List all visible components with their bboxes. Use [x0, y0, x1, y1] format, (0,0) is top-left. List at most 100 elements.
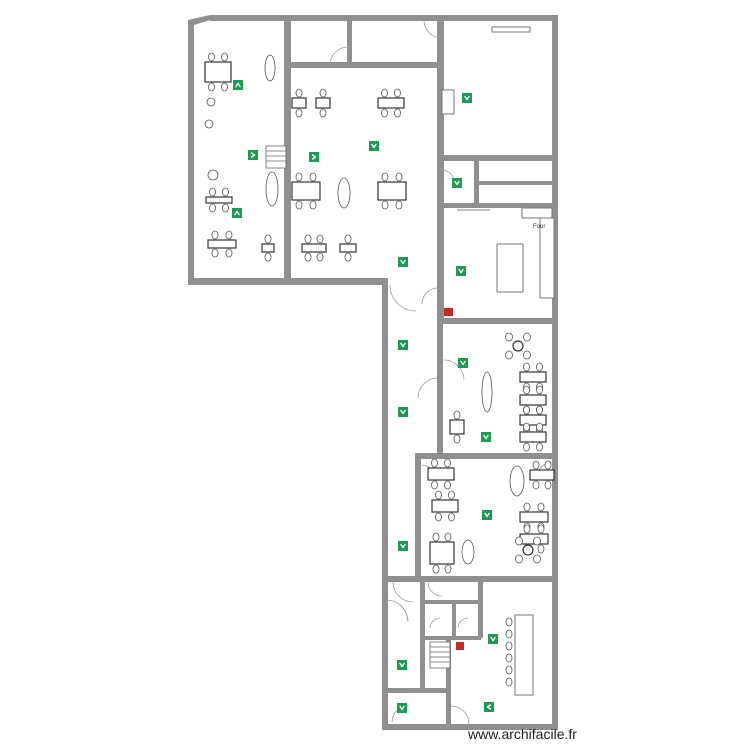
door-top-right [423, 19, 442, 39]
wall-v-corridor-right [437, 318, 443, 458]
table [519, 431, 547, 443]
chair [444, 532, 452, 542]
exit-sign [456, 266, 466, 276]
top-right-counter [491, 26, 531, 33]
chair [544, 460, 552, 470]
table [261, 243, 275, 253]
stair [265, 145, 287, 169]
chair [432, 532, 440, 542]
chair [316, 252, 324, 262]
exit-sign [309, 152, 319, 162]
wall-v-dining2-left [415, 453, 421, 581]
chair [206, 97, 216, 107]
wall-right-bottom [552, 578, 558, 730]
chair [523, 362, 530, 372]
chair [208, 52, 215, 62]
chair [444, 480, 451, 490]
chair [453, 410, 461, 420]
fire-extinguisher [456, 642, 464, 650]
chair [432, 564, 440, 574]
door-wc1 [392, 581, 414, 603]
fire-extinguisher [444, 308, 453, 316]
table [377, 181, 407, 201]
watermark: www.archifacile.fr [468, 726, 577, 742]
chair [537, 544, 545, 554]
chair [431, 480, 438, 490]
wall-v-left-room [284, 20, 291, 280]
exit-sign [481, 432, 491, 442]
wall-right-top [552, 15, 558, 160]
chair [295, 88, 303, 98]
table [377, 97, 405, 109]
exit-sign [398, 407, 408, 417]
wall-v-wc-mid [452, 602, 456, 638]
chair [532, 460, 540, 470]
chair [444, 458, 451, 468]
chair [381, 88, 388, 98]
exit-sign [398, 340, 408, 350]
wall-right-lower [552, 318, 558, 582]
chair [453, 434, 461, 444]
bar-counter [514, 614, 534, 696]
chair [295, 172, 303, 182]
chair [316, 234, 324, 244]
chair [395, 200, 403, 210]
table [519, 414, 547, 426]
bar-stool [505, 665, 513, 675]
wall-bottom-left [188, 278, 388, 285]
chair [319, 108, 327, 118]
chair [523, 524, 531, 534]
table [291, 181, 321, 201]
exit-sign [398, 541, 408, 551]
chair [225, 230, 233, 240]
chair [221, 52, 228, 62]
exit-sign [458, 358, 468, 368]
chair [211, 230, 219, 240]
door-corridor [389, 284, 417, 312]
wall-v-bar-left [478, 578, 483, 638]
exit-sign [398, 257, 408, 267]
chair [509, 465, 525, 497]
chair [304, 252, 312, 262]
chair [505, 332, 513, 342]
kitchen-fixtures: Four [441, 26, 555, 299]
chair [209, 203, 216, 213]
chair [515, 554, 523, 564]
chair [523, 350, 531, 360]
chair [225, 248, 233, 258]
chair [537, 502, 545, 512]
wall-v-bottom-room [446, 637, 451, 729]
chair [523, 405, 530, 415]
chair [523, 385, 530, 395]
exit-sign [232, 208, 242, 218]
chair [381, 108, 388, 118]
chair [536, 442, 543, 452]
chair [444, 564, 452, 574]
table [204, 61, 232, 83]
chair [533, 536, 541, 546]
outer-walls [188, 15, 558, 730]
doors [329, 19, 554, 725]
exit-sign [452, 178, 462, 188]
exit-sign [488, 634, 498, 644]
chair [209, 187, 216, 197]
chair [394, 108, 401, 118]
table [519, 371, 547, 383]
chair [533, 554, 541, 564]
table [315, 97, 331, 109]
chair [264, 234, 272, 244]
wall-corridor-left [382, 278, 388, 730]
table [301, 243, 327, 253]
wall-h-kitchen-bottom [440, 318, 556, 324]
stair-lower [429, 641, 451, 669]
wall-h-dining-split [415, 453, 555, 459]
exit-sign [484, 702, 494, 712]
sink-unit [441, 89, 455, 115]
door-top-small [329, 46, 349, 66]
wall-bottom [382, 724, 558, 730]
chair [536, 362, 543, 372]
wall-right-mid [552, 155, 558, 325]
door-bottom-2 [450, 705, 470, 725]
chair [395, 172, 403, 182]
chair [515, 536, 523, 546]
